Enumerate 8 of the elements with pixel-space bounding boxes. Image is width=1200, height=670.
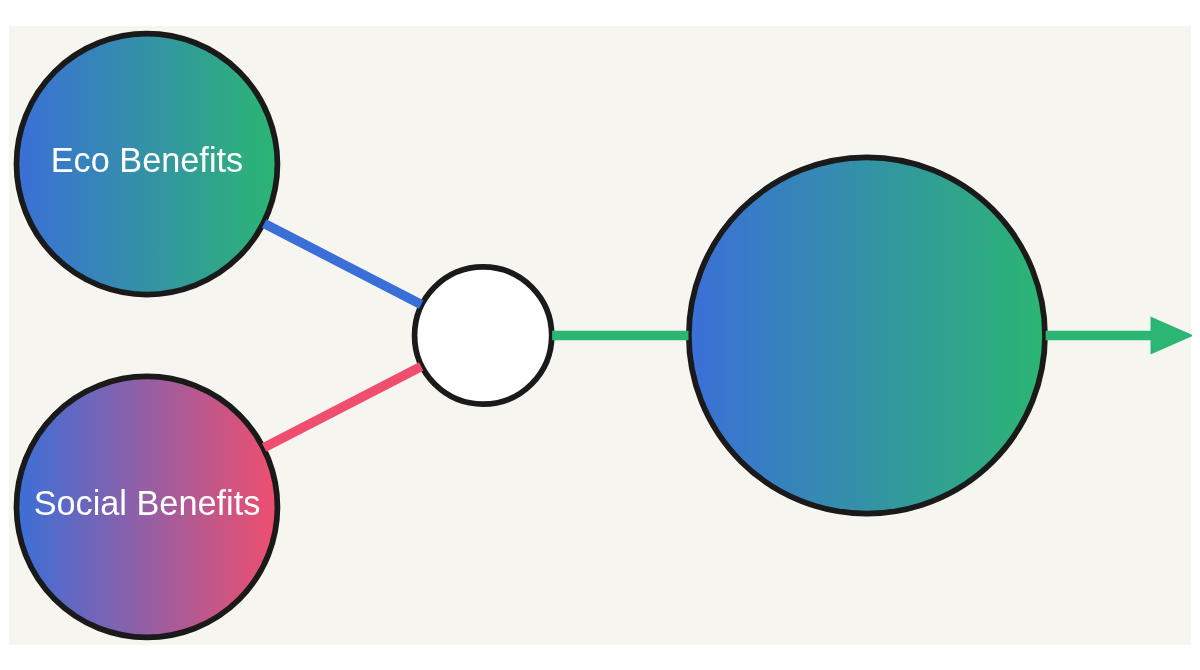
- node-circle: Social Benefits: [13, 373, 281, 640]
- node-circle: [411, 263, 555, 407]
- connector: [262, 361, 424, 452]
- connector: [262, 218, 424, 309]
- connector: [552, 330, 689, 340]
- arrow: [1045, 316, 1192, 354]
- node-circle: [685, 154, 1048, 516]
- node-circle: Eco Benefits: [13, 30, 281, 297]
